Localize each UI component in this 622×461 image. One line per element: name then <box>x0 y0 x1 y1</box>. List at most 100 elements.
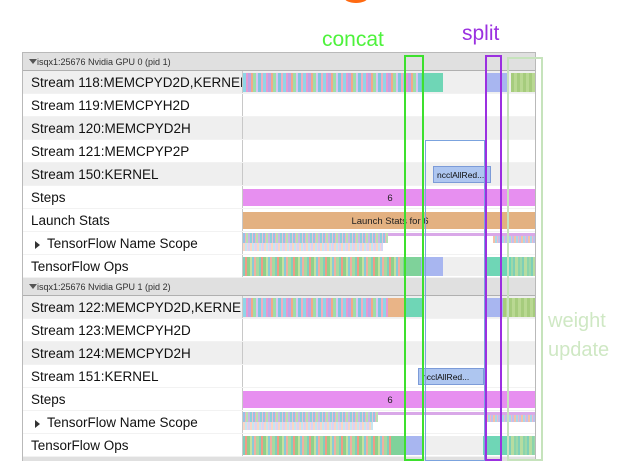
name-scope-subbars[interactable] <box>243 243 383 251</box>
tf-ops-allreduce[interactable] <box>483 436 507 455</box>
track-lane[interactable]: ncclAllRed... <box>242 365 535 387</box>
kernel-bars[interactable] <box>243 298 388 317</box>
name-scope-span[interactable] <box>378 412 535 415</box>
nccl-allreduce-op[interactable]: ncclAllRed... <box>418 368 484 385</box>
weight-update-bars[interactable] <box>511 73 535 92</box>
step-bar-label: 6 <box>387 193 393 204</box>
weight-update-bars[interactable] <box>503 298 535 317</box>
track-lane[interactable] <box>242 342 535 364</box>
track-label: Stream 123:MEMCPYH2D <box>31 322 191 338</box>
track-row[interactable]: Steps 6 <box>23 388 535 411</box>
track-row[interactable]: Stream 123:MEMCPYH2D <box>23 319 535 342</box>
tf-ops-split[interactable] <box>421 257 443 276</box>
step-bar[interactable]: 6 <box>243 391 535 408</box>
tf-ops-bars[interactable] <box>243 436 391 455</box>
name-scope-bars[interactable] <box>243 233 388 243</box>
track-lane[interactable] <box>242 434 535 456</box>
track-label: Stream 121:MEMCPYP2P <box>31 143 190 159</box>
track-row[interactable]: TensorFlow Name Scope <box>23 232 535 255</box>
kernel-bars[interactable] <box>243 73 421 92</box>
name-scope-span[interactable] <box>388 233 535 236</box>
group-header-gpu1[interactable]: isqx1:25676 Nvidia GPU 1 (pid 2) <box>23 278 535 296</box>
track-row[interactable]: Stream 120:MEMCPYD2H <box>23 117 535 140</box>
track-label: TensorFlow Ops <box>31 258 129 274</box>
tf-ops-allreduce[interactable] <box>487 257 511 276</box>
track-row[interactable]: TensorFlow Ops <box>23 255 535 278</box>
track-row[interactable]: Stream 118:MEMCPYD2D,KERNEL,ME <box>23 71 535 94</box>
track-lane[interactable]: Launch Stats for 6 <box>242 209 535 231</box>
tf-ops-weight-update[interactable] <box>507 436 535 455</box>
name-scope-bars-right[interactable] <box>493 236 535 243</box>
group-header-label: isqx1:25676 Nvidia GPU 0 (pid 1) <box>37 56 171 67</box>
track-row[interactable]: Launch Stats Launch Stats for 6 <box>23 209 535 232</box>
launch-stats-bar-label: Launch Stats for 6 <box>351 216 429 227</box>
track-lane[interactable] <box>242 117 535 139</box>
tf-ops-split[interactable] <box>405 436 423 455</box>
track-label-name-scope[interactable]: TensorFlow Name Scope <box>23 232 242 254</box>
annotation-weight-update: weight update <box>548 307 609 365</box>
annotation-split: split <box>462 22 500 45</box>
track-lane[interactable] <box>242 140 535 162</box>
track-row[interactable]: Stream 151:KERNEL ncclAllRed... <box>23 365 535 388</box>
group-header-gpu0[interactable]: isqx1:25676 Nvidia GPU 0 (pid 1) <box>23 53 535 71</box>
track-lane[interactable] <box>242 71 535 93</box>
step-bar-label: 6 <box>387 395 393 406</box>
track-row[interactable]: Stream 119:MEMCPYH2D <box>23 94 535 117</box>
step-bar[interactable]: 6 <box>243 189 535 206</box>
track-label: Stream 151:KERNEL <box>31 368 159 384</box>
tf-ops-concat[interactable] <box>391 436 405 455</box>
name-scope-bars-right[interactable] <box>486 415 535 422</box>
track-lane[interactable] <box>242 296 535 318</box>
track-lane[interactable] <box>242 319 535 341</box>
chevron-right-icon[interactable] <box>35 419 40 428</box>
track-label: Steps <box>31 189 66 205</box>
concat-bar[interactable] <box>421 73 443 92</box>
tf-ops-concat[interactable] <box>403 257 421 276</box>
track-label: Launch Stats <box>31 212 110 228</box>
tf-ops-gap[interactable] <box>443 257 487 276</box>
track-label: Stream 118:MEMCPYD2D,KERNEL,ME <box>31 74 242 90</box>
name-scope-subbars[interactable] <box>243 422 373 430</box>
track-label-name-scope[interactable]: TensorFlow Name Scope <box>23 411 242 433</box>
tf-ops-gap[interactable] <box>423 436 483 455</box>
track-label: Stream 119:MEMCPYH2D <box>31 97 190 113</box>
tf-ops-weight-update[interactable] <box>511 257 535 276</box>
track-row[interactable]: TensorFlow Ops <box>23 434 535 457</box>
track-lane[interactable]: 6 <box>242 186 535 208</box>
trace-viewer-panel[interactable]: isqx1:25676 Nvidia GPU 0 (pid 1) Stream … <box>22 52 536 461</box>
track-lane[interactable] <box>242 411 535 433</box>
concat-bar[interactable] <box>404 298 422 317</box>
chevron-down-icon[interactable] <box>29 284 37 289</box>
track-label: TensorFlow Ops <box>31 437 129 453</box>
track-lane[interactable]: ncclAllRed... <box>242 163 535 185</box>
track-row[interactable]: Stream 121:MEMCPYP2P <box>23 140 535 163</box>
nccl-allreduce-op[interactable]: ncclAllRed... <box>433 166 491 183</box>
name-scope-bars[interactable] <box>243 412 378 422</box>
track-lane[interactable]: 6 <box>242 388 535 410</box>
track-label: Stream 150:KERNEL <box>31 166 159 182</box>
track-lane[interactable] <box>242 94 535 116</box>
track-row[interactable]: TensorFlow Name Scope <box>23 411 535 434</box>
launch-stats-bar[interactable]: Launch Stats for 6 <box>243 212 535 229</box>
track-row[interactable]: Stream 150:KERNEL ncclAllRed... <box>23 163 535 186</box>
track-label: Stream 120:MEMCPYD2H <box>31 120 191 136</box>
track-lane[interactable] <box>242 232 535 254</box>
track-label: TensorFlow Name Scope <box>47 414 198 430</box>
track-row[interactable]: Stream 122:MEMCPYD2D,KERNEL,MI <box>23 296 535 319</box>
track-label: Stream 124:MEMCPYD2H <box>31 345 191 361</box>
group-header-label: isqx1:25676 Nvidia GPU 1 (pid 2) <box>37 281 171 292</box>
tf-ops-bars[interactable] <box>243 257 403 276</box>
track-label: Stream 122:MEMCPYD2D,KERNEL,MI <box>31 299 242 315</box>
memcpy-bar[interactable] <box>388 298 404 317</box>
chevron-down-icon[interactable] <box>29 59 37 64</box>
split-bar[interactable] <box>487 73 509 92</box>
annotation-concat: concat <box>322 28 384 51</box>
track-lane[interactable] <box>242 255 535 277</box>
track-row[interactable]: Stream 124:MEMCPYD2H <box>23 342 535 365</box>
top-orange-marker <box>345 0 367 3</box>
group-header-gpu2[interactable]: isqx1:25676 Nvidia GPU 2 (pid 3) <box>23 457 535 461</box>
track-label: Steps <box>31 391 66 407</box>
split-bar[interactable] <box>487 298 503 317</box>
chevron-right-icon[interactable] <box>35 240 40 249</box>
track-row[interactable]: Steps 6 <box>23 186 535 209</box>
